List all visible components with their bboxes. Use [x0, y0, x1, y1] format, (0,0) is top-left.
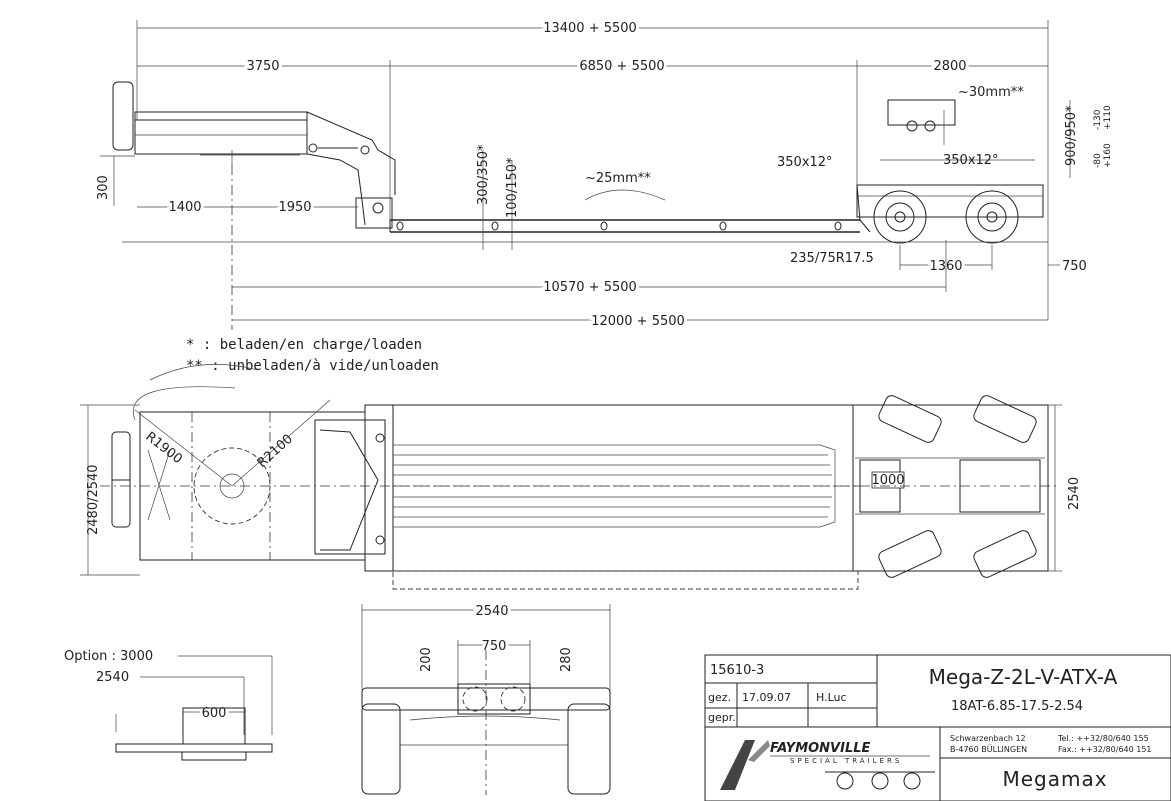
- model-name: Mega-Z-2L-V-ATX-A: [929, 665, 1118, 689]
- dim-end-280: 280: [559, 647, 574, 672]
- side-view: 13400 + 5500 3750 6850 + 5500 2800: [96, 18, 1113, 332]
- company-name: FAYMONVILLE: [770, 741, 871, 756]
- dim-rear-overhang: 750: [1062, 259, 1087, 274]
- dim-tyre: 235/75R17.5: [790, 251, 874, 266]
- dim-gooseneck-length: 3750: [246, 59, 279, 74]
- end-view: 2540 750 200 280: [361, 601, 611, 795]
- dim-overall-length: 13400 + 5500: [543, 21, 637, 36]
- dim-height-100-150: 100/150*: [505, 157, 520, 218]
- fax: Fax.: ++32/80/640 151: [1058, 745, 1152, 754]
- top-view: 2480/2540 R1900 R2100: [80, 364, 1082, 590]
- legend-unloaded: ** : unbeladen/à vide/unloaden: [186, 358, 439, 374]
- dim-neck-1950: 1950: [278, 200, 311, 215]
- tol-top-2: +110: [1103, 105, 1113, 130]
- dim-height-300-350: 300/350*: [476, 144, 491, 205]
- drawing-number: 15610-3: [710, 663, 764, 678]
- gez-label: gez.: [708, 691, 731, 704]
- gez-date: 17.09.07: [742, 691, 791, 704]
- product-line: Megamax: [1002, 767, 1107, 791]
- dim-turn-radius-2: R2100: [255, 432, 296, 471]
- legend-loaded: * : beladen/en charge/loaden: [186, 337, 422, 353]
- dim-neck-1400: 1400: [168, 200, 201, 215]
- deck-bolts: [396, 221, 842, 231]
- dim-end-width: 2540: [475, 604, 508, 619]
- dim-deck-length: 6850 + 5500: [579, 59, 664, 74]
- company-tagline: SPECIAL TRAILERS: [790, 757, 902, 765]
- model-spec: 18AT-6.85-17.5-2.54: [951, 699, 1083, 714]
- dim-width-rear: 2540: [1067, 477, 1082, 510]
- dim-deck-curve: ~25mm**: [585, 171, 651, 186]
- dim-turn-radius-1: R1900: [143, 429, 185, 467]
- address-line-1: Schwarzenbach 12: [950, 734, 1026, 743]
- tol-top-1: -130: [1093, 109, 1103, 130]
- option-detail: Option : 3000 2540 600: [64, 649, 273, 761]
- dim-rear-curve: ~30mm**: [958, 85, 1024, 100]
- title-block: 15610-3 gez. 17.09.07 H.Luc gepr. Mega-Z…: [704, 654, 1171, 801]
- address-line-2: B-4760 BÜLLINGEN: [950, 744, 1027, 754]
- dim-kingpin-to-axle: 10570 + 5500: [543, 280, 637, 295]
- dim-ramp-angle-rear: 350x12°: [943, 153, 999, 168]
- tol-bot-1: -80: [1093, 153, 1103, 168]
- option-2540: 2540: [96, 670, 129, 685]
- dim-kingpin-to-rear: 12000 + 5500: [591, 314, 685, 329]
- gez-name: H.Luc: [816, 691, 847, 704]
- gepr-label: gepr.: [708, 711, 736, 724]
- dim-height-900-950: 900/950*: [1064, 105, 1079, 166]
- dim-center-1000: 1000: [871, 473, 904, 488]
- legend: * : beladen/en charge/loaden ** : unbela…: [186, 337, 439, 374]
- dim-end-200: 200: [419, 647, 434, 672]
- tol-bot-2: +160: [1103, 143, 1113, 168]
- dim-rear-length: 2800: [933, 59, 966, 74]
- rear-wheels: [873, 190, 1019, 244]
- dim-end-750: 750: [482, 639, 507, 654]
- bogie-tyres: [878, 395, 1037, 578]
- phone: Tel.: ++32/80/640 155: [1057, 734, 1149, 743]
- option-label: Option : 3000: [64, 649, 153, 664]
- dim-width-front: 2480/2540: [86, 464, 101, 535]
- dim-ramp-angle-front: 350x12°: [777, 155, 833, 170]
- dim-height-300: 300: [96, 175, 111, 200]
- faymonville-logo: FAYMONVILLE SPECIAL TRAILERS: [720, 740, 935, 790]
